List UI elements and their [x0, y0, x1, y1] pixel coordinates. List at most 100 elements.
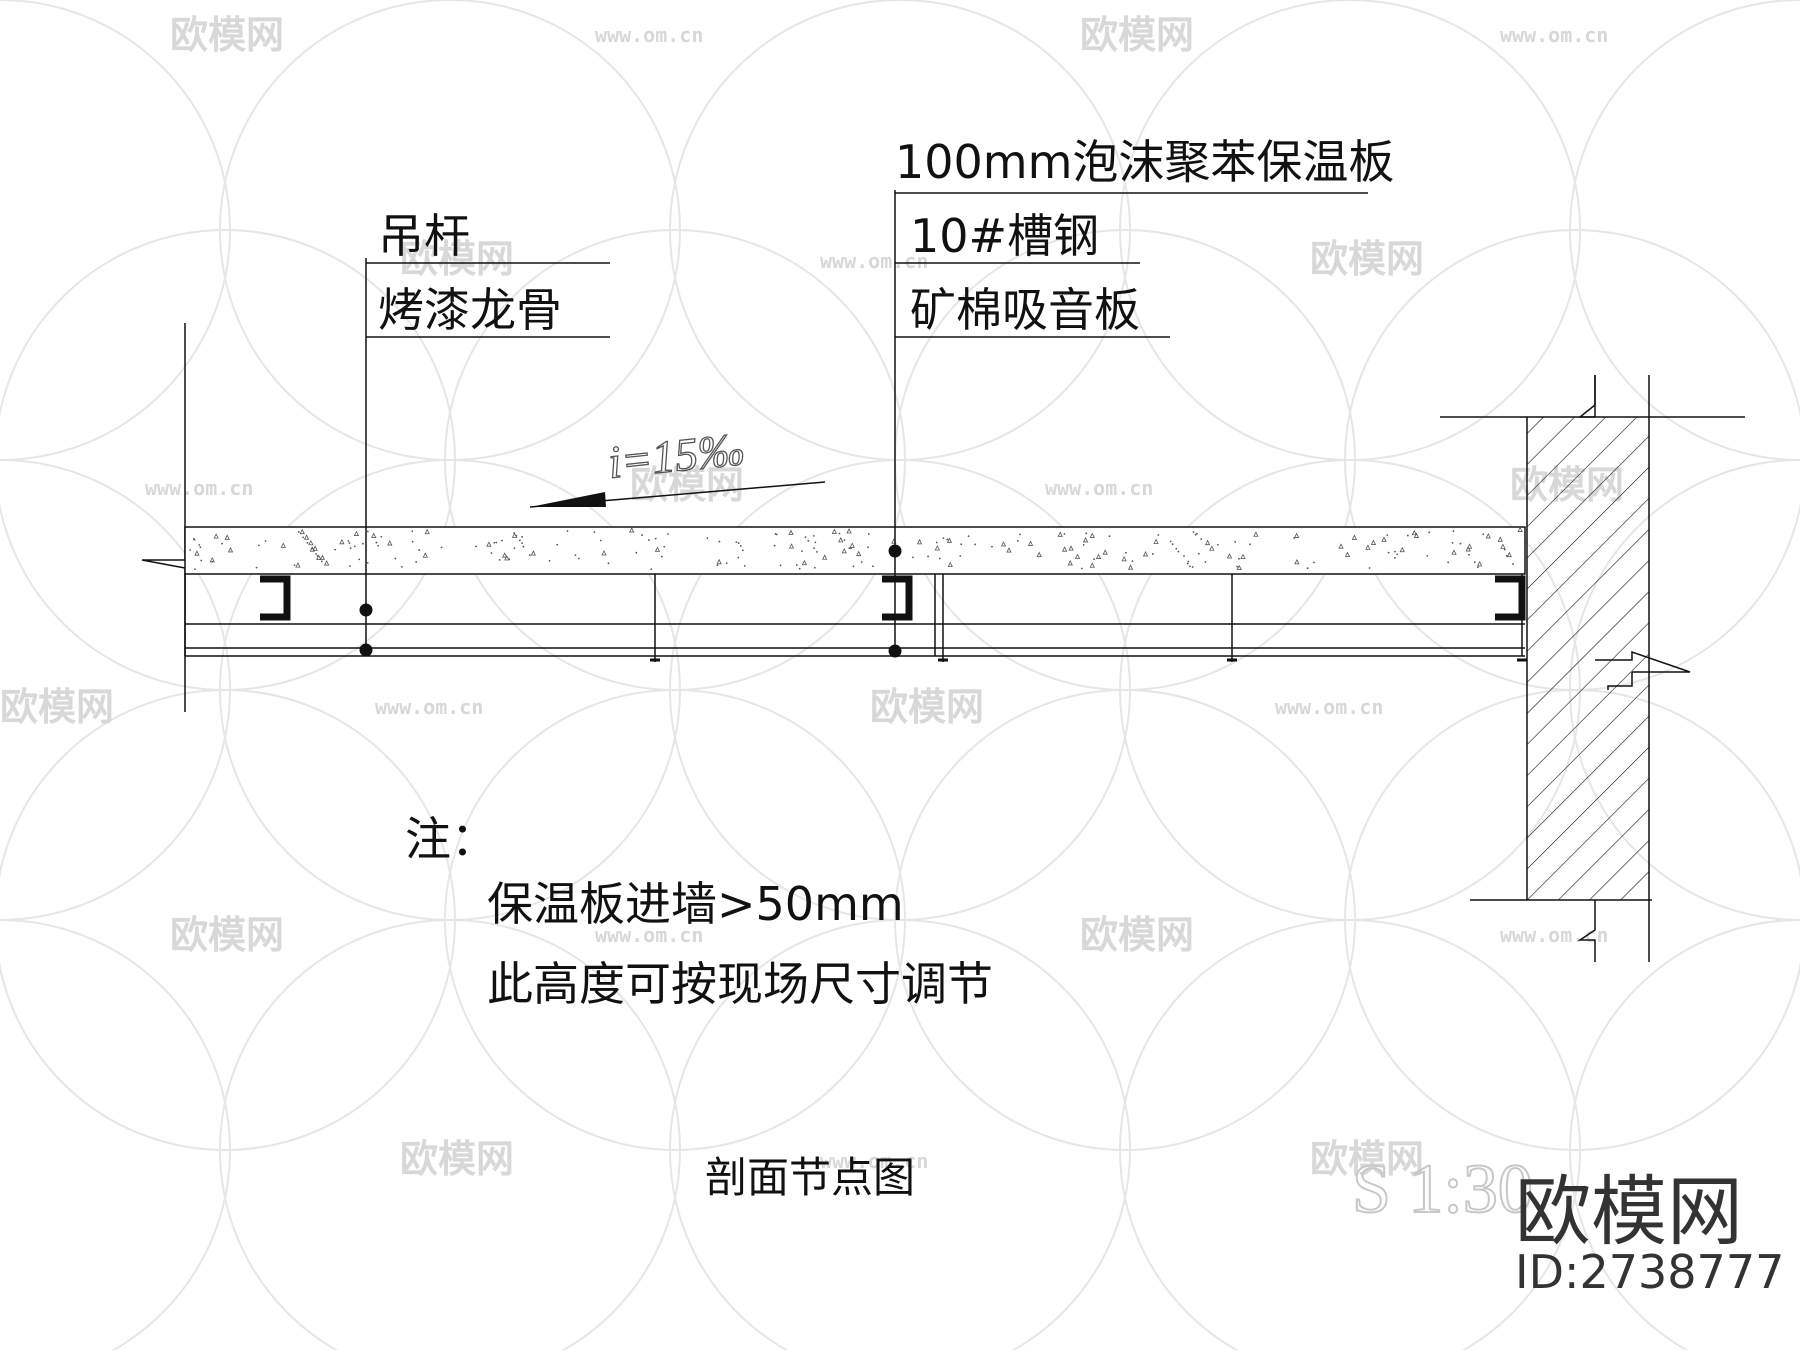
stipple-mark: [641, 534, 644, 536]
stipple-mark: [198, 544, 201, 546]
insulation-dot: [888, 544, 902, 558]
stipple-mark: [735, 541, 738, 543]
stipple-mark: [548, 559, 551, 562]
stipple-mark: [773, 544, 776, 547]
stipple-mark: [654, 546, 661, 552]
stipple-mark: [1194, 533, 1197, 536]
stipple-mark: [1197, 552, 1200, 555]
stipple-mark: [1216, 543, 1219, 546]
watermark-url-text: www.om.cn: [820, 249, 928, 273]
brand-logo-text: 欧模网: [1515, 1167, 1743, 1256]
stipple-mark: [1095, 553, 1102, 559]
stipple-mark: [788, 543, 795, 549]
stipple-mark: [974, 543, 976, 546]
stipple-mark: [380, 535, 383, 538]
left-boundary: [141, 323, 186, 712]
stipple-mark: [1236, 565, 1239, 568]
stipple-mark: [1386, 534, 1389, 536]
stipple-mark: [1238, 557, 1240, 560]
stipple-mark: [1234, 540, 1237, 543]
stipple-mark: [1131, 560, 1134, 563]
stipple-mark: [1093, 558, 1095, 561]
stipple-mark: [593, 531, 596, 534]
stipple-mark: [804, 536, 807, 539]
stipple-mark: [1465, 546, 1471, 552]
stipple-mark: [1192, 531, 1195, 533]
stipple-mark: [522, 545, 525, 548]
stipple-mark: [574, 554, 577, 557]
stipple-mark: [912, 556, 914, 559]
stipple-mark: [1365, 544, 1371, 550]
stipple-mark: [1503, 548, 1506, 551]
stipple-mark: [725, 562, 728, 565]
stipple-mark: [788, 529, 794, 535]
stipple-mark: [221, 542, 223, 545]
stipple-mark: [938, 557, 941, 560]
insulation-slab: [184, 526, 1526, 575]
stipple-mark: [521, 535, 524, 538]
stipple-mark: [934, 545, 940, 551]
stipple-mark: [377, 544, 380, 547]
leader-dots: [359, 544, 902, 658]
stipple-mark: [916, 538, 923, 545]
keel-dot: [359, 643, 373, 657]
stipple-mark: [521, 542, 523, 545]
keel-label: 烤漆龙骨: [378, 283, 562, 337]
stipple-mark: [716, 564, 719, 567]
stipple-mark: [366, 561, 369, 564]
stipple-mark: [991, 545, 993, 548]
stipple-mark: [200, 559, 203, 562]
stipple-mark: [209, 556, 215, 563]
watermark-url-text: www.om.cn: [595, 23, 703, 47]
stipple-mark: [293, 564, 296, 567]
stipple-mark: [1294, 558, 1300, 565]
stipple-mark: [795, 564, 798, 566]
stipple-mark: [440, 546, 443, 549]
stipple-mark: [935, 541, 938, 544]
watermark-brand-text: 欧模网: [1310, 237, 1424, 281]
stipple-mark: [415, 561, 418, 563]
stipple-mark: [1505, 554, 1508, 557]
stipple-mark: [513, 547, 516, 550]
stipple-mark: [801, 559, 808, 566]
stipple-mark: [297, 530, 300, 533]
stipple-mark: [1313, 561, 1315, 564]
stipple-mark: [1074, 553, 1081, 559]
stipple-mark: [1068, 545, 1074, 551]
stipple-mark: [528, 554, 531, 556]
stipple-mark: [1209, 545, 1215, 551]
stipple-mark: [424, 528, 430, 535]
stipple-mark: [1089, 562, 1095, 568]
watermark-url-text: www.om.cn: [1500, 23, 1608, 47]
stipple-mark: [302, 536, 305, 539]
stipple-mark: [334, 548, 336, 551]
watermark-url-text: www.om.cn: [820, 1149, 928, 1173]
stipple-mark: [308, 539, 314, 546]
stipple-mark: [872, 565, 874, 568]
stipple-mark: [1370, 539, 1377, 545]
stipple-mark: [577, 557, 580, 560]
channel-steel-sections: [260, 575, 1526, 621]
stipple-mark: [358, 558, 361, 561]
stipple-mark: [511, 532, 518, 538]
stipple-mark: [737, 542, 740, 545]
stipple-mark: [1019, 533, 1021, 536]
stipple-mark: [530, 550, 537, 556]
stipple-mark: [1183, 555, 1185, 557]
stipple-mark: [1082, 544, 1085, 546]
stipple-mark: [1476, 560, 1483, 567]
stipple-mark: [366, 530, 369, 533]
stipple-mark: [213, 533, 219, 539]
stipple-mark: [1413, 532, 1420, 538]
stipple-mark: [850, 547, 852, 550]
stipple-mark: [556, 543, 559, 546]
stipple-mark: [1396, 553, 1399, 556]
stipple-mark: [411, 540, 414, 543]
stipple-mark: [1253, 531, 1259, 537]
stipple-mark: [1482, 533, 1485, 536]
stipple-mark: [635, 551, 638, 554]
stipple-mark: [967, 535, 970, 538]
stipple-mark: [647, 539, 650, 541]
stipple-mark: [1338, 543, 1344, 549]
stipple-mark: [927, 555, 929, 558]
